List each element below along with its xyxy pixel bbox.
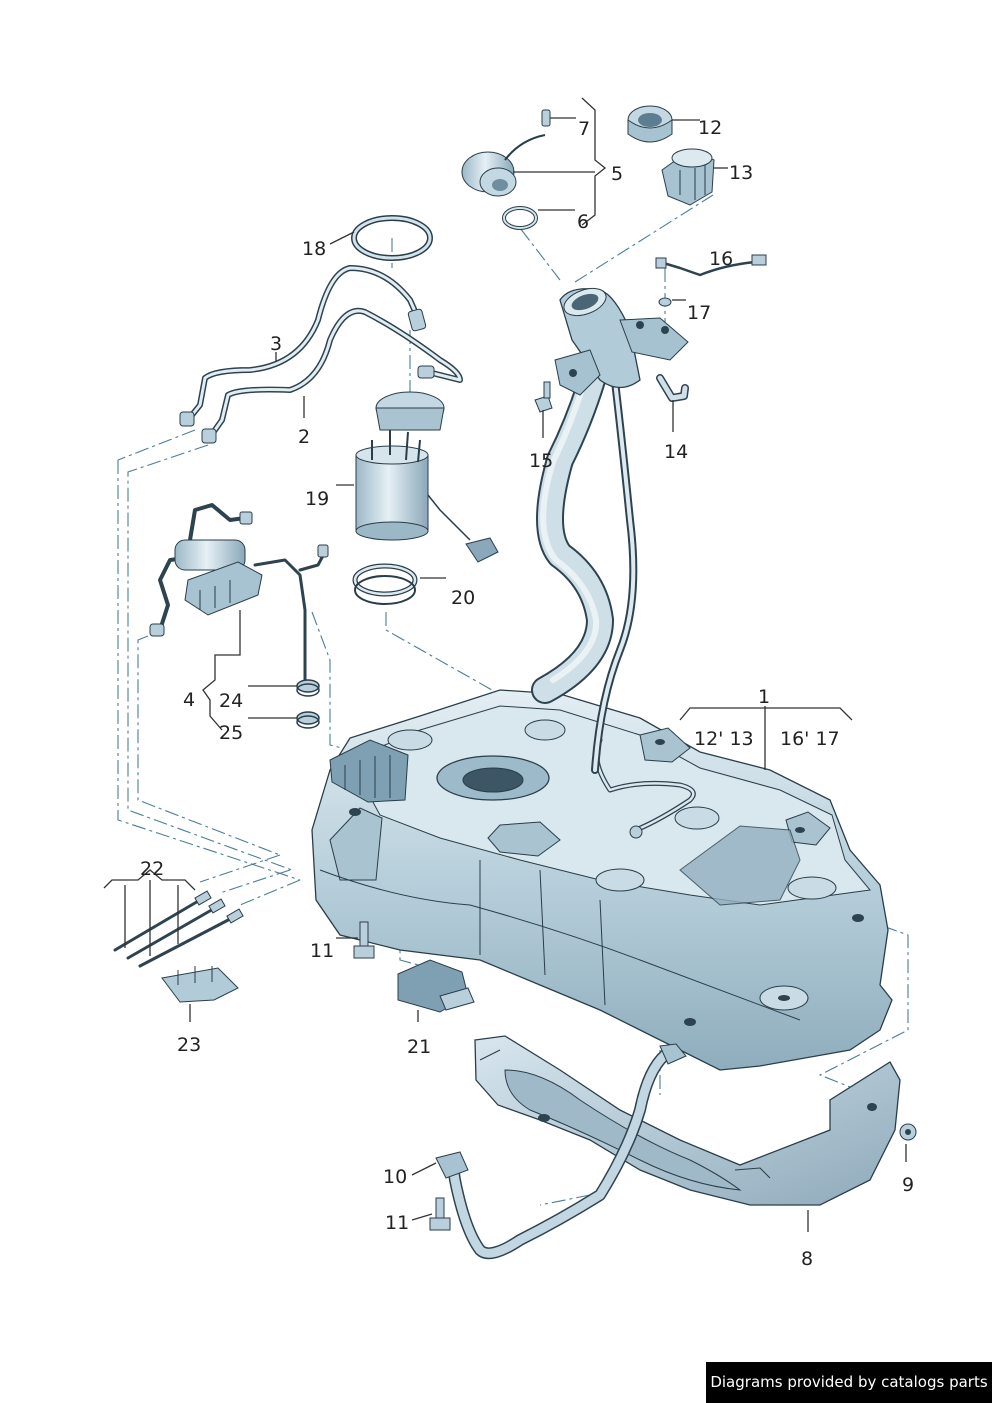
callout-17: 17	[687, 302, 711, 324]
callout-5: 5	[611, 163, 623, 185]
locking-ring-18	[351, 215, 433, 261]
callout-11-lower: 11	[385, 1212, 409, 1234]
filler-cap-5	[461, 109, 551, 230]
callout-11-upper: 11	[310, 940, 334, 962]
callout-4: 4	[183, 689, 195, 711]
filler-ring-12	[627, 105, 673, 143]
hose-14	[656, 374, 689, 402]
callout-13: 13	[729, 162, 753, 184]
nut-17	[658, 297, 672, 307]
callout-8: 8	[801, 1248, 813, 1270]
callout-12: 12	[698, 117, 722, 139]
callout-14: 14	[664, 441, 688, 463]
callout-2: 2	[298, 426, 310, 448]
callout-19: 19	[305, 488, 329, 510]
callout-22: 22	[140, 858, 164, 880]
callout-9: 9	[902, 1174, 914, 1196]
bolt-15	[534, 381, 553, 413]
clip-23	[161, 966, 239, 1003]
callout-20: 20	[451, 587, 475, 609]
footer-credit: Diagrams provided by catalogs parts	[706, 1362, 992, 1403]
bolt-11-lower	[429, 1197, 451, 1231]
callout-10: 10	[383, 1166, 407, 1188]
callout-1: 1	[758, 686, 770, 708]
callout-21: 21	[407, 1036, 431, 1058]
bracket-21	[397, 959, 475, 1013]
callout-1-ref-a: 12' 13	[694, 728, 754, 750]
callout-1-ref-b: 16' 17	[780, 728, 840, 750]
callout-18: 18	[302, 238, 326, 260]
sensor-wire-16	[655, 254, 767, 277]
hose-clamps-24-25	[296, 679, 320, 729]
fuel-tank	[311, 689, 893, 1071]
fuel-pump-module-19	[355, 391, 499, 563]
callout-25: 25	[219, 722, 243, 744]
callout-16: 16	[709, 248, 733, 270]
tank-straps	[435, 1043, 687, 1260]
nut-9	[899, 1123, 917, 1141]
leader-lines	[103, 97, 907, 1232]
filler-neck	[531, 287, 689, 774]
callout-3: 3	[270, 333, 282, 355]
filler-housing-13	[661, 148, 715, 206]
line-set-22	[113, 890, 244, 968]
heat-shield	[474, 1035, 901, 1206]
fuel-lines	[179, 265, 463, 444]
seal-20	[352, 563, 418, 605]
bolt-11-upper	[353, 921, 375, 959]
callout-15: 15	[529, 450, 553, 472]
callout-24: 24	[219, 690, 243, 712]
callout-labels: 1 12' 13 16' 17 2 3 4 5 6 7 8 9 10 11 11…	[140, 117, 914, 1270]
callout-7: 7	[578, 118, 590, 140]
fuel-filter-4	[149, 503, 329, 682]
callout-23: 23	[177, 1034, 201, 1056]
callout-6: 6	[577, 211, 589, 233]
